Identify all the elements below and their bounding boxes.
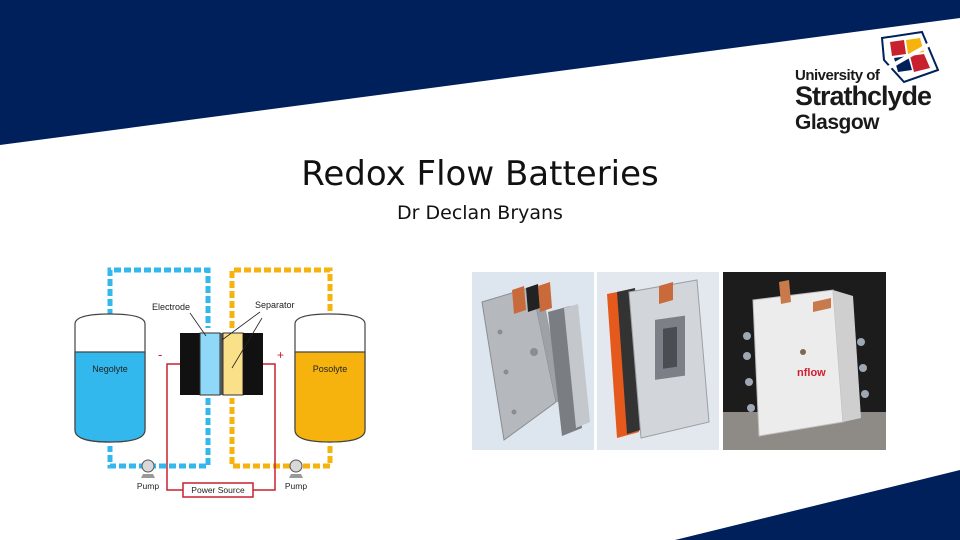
negative-terminal-sign: - [158,347,162,362]
power-circuit [166,363,276,491]
slide-subtitle: Dr Declan Bryans [397,202,563,224]
electrode-label: Electrode [152,302,190,312]
separator-membrane [220,333,223,395]
pump-left-icon [141,459,155,478]
cell-stack [180,332,263,396]
power-source-box [182,482,254,498]
logo-line-1: University of [795,67,880,84]
negative-electrode-plate [180,333,200,395]
footer-banner [675,470,960,540]
cell-render-photo [472,272,594,450]
logo-line-3: Glasgow [795,111,880,134]
photo-brand-text: nflow [797,367,826,379]
electrode-pointer [189,312,207,337]
power-source-label: Power Source [191,485,245,495]
negolyte-label: Negolyte [92,364,128,374]
flow-frame-photo [597,272,719,450]
separator-label: Separator [255,300,295,310]
separator-pointer [221,311,261,341]
negolyte-tank: Negolyte [74,313,146,443]
flow-battery-diagram: Negolyte Posolyte Electrode Separator - … [74,267,366,498]
real-cell-photo: nflow [723,272,886,450]
logo-line-2: Strathclyde [795,81,932,111]
posolyte-label: Posolyte [313,364,348,374]
pump-right-label: Pump [285,481,307,491]
pump-right-icon [289,459,303,478]
crest-icon [880,30,940,84]
positive-electrode-plate [243,333,263,395]
slide-title: Redox Flow Batteries [301,154,659,194]
positive-terminal-sign: + [277,348,284,362]
university-logo: University of Strathclyde Glasgow [795,30,945,140]
cell-photos: nflow [472,272,886,450]
posolyte-tank: Posolyte [294,313,366,443]
negolyte-flow-loop [107,267,211,469]
pump-left-label: Pump [137,481,159,491]
